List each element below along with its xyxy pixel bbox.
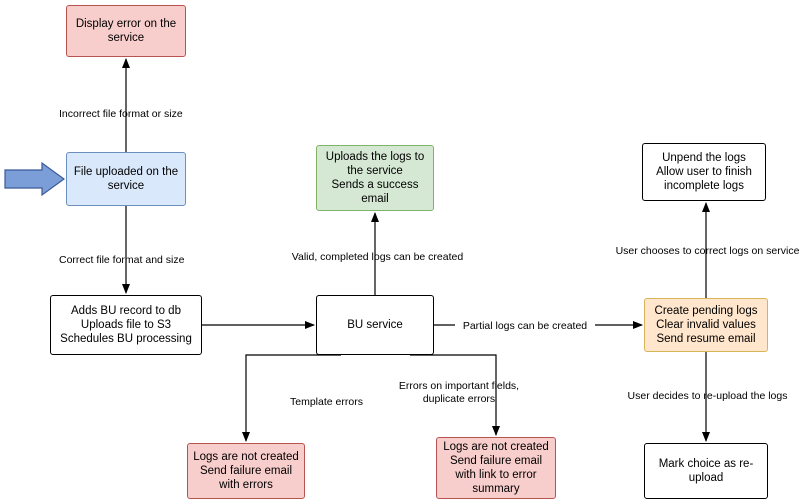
edge-label-errors-important: Errors on important fields, duplicate er…: [398, 380, 520, 405]
entry-arrow-icon: [4, 161, 66, 197]
node-display-error[interactable]: Display error on the service: [66, 5, 186, 57]
edge-label-valid-logs: Valid, completed logs can be created: [291, 251, 464, 263]
edge-label-partial-logs: Partial logs can be created: [455, 320, 595, 333]
node-create-pending-logs[interactable]: Create pending logs Clear invalid values…: [644, 298, 768, 352]
node-file-uploaded[interactable]: File uploaded on the service: [66, 152, 186, 206]
edge-label-user-reupload: User decides to re-upload the logs: [627, 390, 788, 402]
node-unpend-logs[interactable]: Unpend the logs Allow user to finish inc…: [642, 143, 766, 201]
node-uploads-logs[interactable]: Uploads the logs to the service Sends a …: [316, 145, 434, 211]
node-mark-choice-reupload[interactable]: Mark choice as re- upload: [644, 443, 768, 499]
edge-label-user-corrects: User chooses to correct logs on service: [615, 245, 800, 257]
node-logs-not-created-summary[interactable]: Logs are not created Send failure email …: [436, 437, 556, 499]
node-bu-service[interactable]: BU service: [316, 295, 434, 355]
edge-label-template-errors: Template errors: [290, 396, 363, 408]
edge-label-incorrect-format: Incorrect file format or size: [59, 108, 183, 120]
node-adds-bu-record[interactable]: Adds BU record to db Uploads file to S3 …: [50, 295, 202, 355]
node-logs-not-created-errors[interactable]: Logs are not created Send failure email …: [187, 443, 305, 499]
edge-label-correct-format: Correct file format and size: [59, 254, 185, 266]
